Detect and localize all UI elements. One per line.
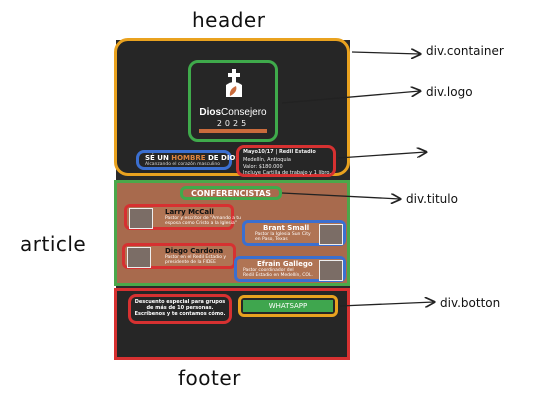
event-date-venue: Mayo10/17 | Redil Estadio (243, 149, 316, 155)
button-wrapper: WHATSAPP (238, 295, 338, 317)
event-city: Medellín, Antioquia (243, 157, 291, 163)
slogan-box: SÉ UN HOMBRE DE DIOS Alcanzando el coraz… (136, 150, 240, 170)
section-title: CONFERENCISTAS (180, 186, 282, 200)
arrow-logo (281, 91, 420, 104)
cross-leaf-icon (226, 69, 242, 97)
discount-box: Descuento especial para grupos de más de… (128, 294, 232, 324)
logo-label: div.logo (426, 85, 473, 99)
arrow-event (337, 152, 426, 159)
slogan-subtitle: Alcanzando el corazón masculino (145, 162, 221, 167)
container-label: div.container (426, 44, 504, 58)
logo-box: DiosConsejero 2025 (188, 60, 278, 142)
event-info-box: Mayo10/17 | Redil Estadio Medellín, Anti… (236, 145, 336, 177)
event-price: Valor: $180.000 (243, 164, 283, 170)
speaker-card: Diego Cardona Pastor en el Redil Estadio… (122, 243, 236, 269)
titulo-label: div.titulo (406, 192, 458, 206)
speaker-photo (129, 208, 153, 229)
header-label: header (192, 8, 266, 32)
arrow-botton (339, 302, 434, 306)
speaker-name: Brant Small (263, 224, 310, 232)
arrow-container (351, 52, 420, 54)
event-includes: Incluye Cartilla de trabajo y 1 libro. (243, 170, 331, 176)
speaker-name: Larry McCall (165, 208, 214, 216)
speaker-photo (319, 224, 343, 245)
footer-label: footer (178, 366, 241, 390)
whatsapp-button[interactable]: WHATSAPP (243, 300, 333, 312)
speaker-photo (127, 247, 151, 268)
logo-band (199, 129, 267, 133)
botton-label: div.botton (440, 296, 501, 310)
arrow-titulo (281, 192, 400, 199)
speaker-card: Larry McCall Pastor y escritor de "Amand… (124, 204, 241, 230)
article-label: article (20, 232, 87, 256)
speaker-name: Efrain Gallego (257, 260, 313, 268)
logo-title: DiosConsejero (199, 107, 267, 118)
logo-year: 2025 (216, 119, 250, 128)
speaker-photo (319, 260, 343, 281)
slogan-text: SÉ UN HOMBRE DE DIOS (145, 154, 241, 162)
speaker-name: Diego Cardona (165, 247, 224, 255)
